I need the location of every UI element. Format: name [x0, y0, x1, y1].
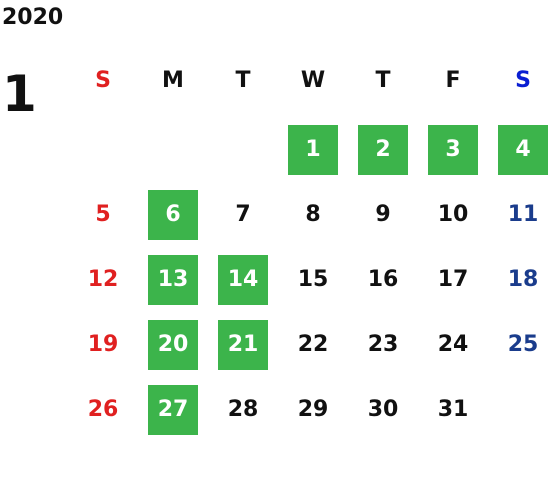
day-cell-15[interactable]: 15: [297, 267, 329, 292]
day-cell-31[interactable]: 31: [437, 397, 469, 422]
day-cell-10[interactable]: 10: [437, 202, 469, 227]
day-cell-13[interactable]: 13: [148, 255, 198, 305]
day-cell-16[interactable]: 16: [367, 267, 399, 292]
day-cell-1[interactable]: 1: [288, 125, 338, 175]
day-cell-26[interactable]: 26: [87, 397, 119, 422]
day-cell-6[interactable]: 6: [148, 190, 198, 240]
weekday-header-wed: W: [300, 68, 326, 93]
calendar-year: 2020: [2, 5, 64, 30]
day-cell-18[interactable]: 18: [507, 267, 539, 292]
day-cell-24[interactable]: 24: [437, 332, 469, 357]
day-cell-9[interactable]: 9: [375, 202, 391, 227]
day-cell-19[interactable]: 19: [87, 332, 119, 357]
weekday-header-thu: T: [375, 68, 391, 93]
day-cell-7[interactable]: 7: [235, 202, 251, 227]
day-cell-8[interactable]: 8: [305, 202, 321, 227]
day-cell-12[interactable]: 12: [87, 267, 119, 292]
weekday-header-sun: S: [95, 68, 111, 93]
day-cell-14[interactable]: 14: [218, 255, 268, 305]
day-cell-22[interactable]: 22: [297, 332, 329, 357]
day-cell-27[interactable]: 27: [148, 385, 198, 435]
weekday-header-mon: M: [162, 68, 184, 93]
day-cell-21[interactable]: 21: [218, 320, 268, 370]
weekday-header-tue: T: [235, 68, 251, 93]
weekday-header-sat: S: [515, 68, 531, 93]
calendar-month: 1: [2, 65, 37, 123]
day-cell-25[interactable]: 25: [507, 332, 539, 357]
day-cell-23[interactable]: 23: [367, 332, 399, 357]
day-cell-17[interactable]: 17: [437, 267, 469, 292]
day-cell-4[interactable]: 4: [498, 125, 548, 175]
day-cell-5[interactable]: 5: [95, 202, 111, 227]
day-cell-29[interactable]: 29: [297, 397, 329, 422]
day-cell-30[interactable]: 30: [367, 397, 399, 422]
day-cell-28[interactable]: 28: [227, 397, 259, 422]
day-cell-11[interactable]: 11: [507, 202, 539, 227]
day-cell-2[interactable]: 2: [358, 125, 408, 175]
day-cell-20[interactable]: 20: [148, 320, 198, 370]
day-cell-3[interactable]: 3: [428, 125, 478, 175]
weekday-header-fri: F: [445, 68, 461, 93]
